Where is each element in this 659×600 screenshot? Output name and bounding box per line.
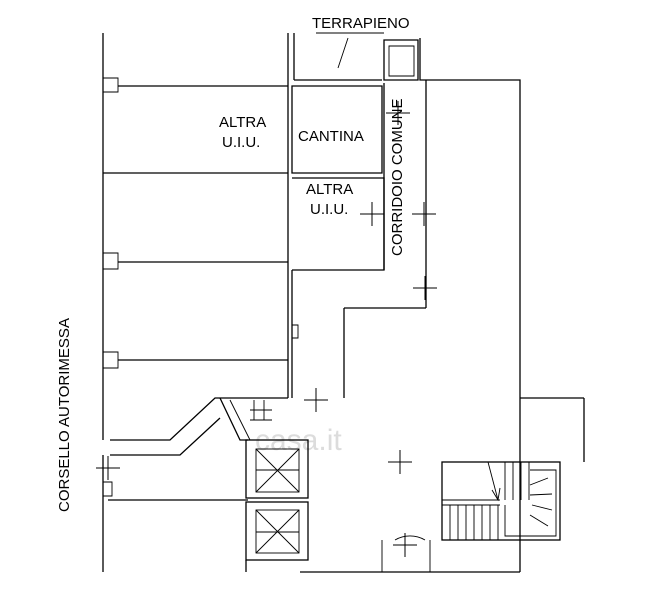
label-altra-uiu-2: ALTRA	[306, 181, 353, 198]
label-altra-uiu-2-sub: U.I.U.	[310, 201, 348, 218]
landing	[108, 397, 288, 501]
section-marks	[96, 101, 437, 557]
label-altra-uiu-1: ALTRA	[219, 114, 266, 131]
terrapieno-marker	[316, 32, 384, 69]
label-cantina: CANTINA	[298, 128, 364, 145]
garage-boxes	[103, 85, 288, 361]
label-terrapieno: TERRAPIENO	[312, 15, 410, 32]
bottom-door	[381, 535, 431, 572]
corsello-wall	[102, 33, 119, 572]
staircase	[441, 461, 561, 541]
label-corsello-autorimessa: CORSELLO AUTORIMESSA	[56, 318, 73, 512]
corridor	[343, 38, 521, 398]
label-corridoio-comune: CORRIDOIO COMUNE	[389, 99, 406, 257]
label-altra-uiu-1-sub: U.I.U.	[222, 134, 260, 151]
elevator-shafts	[245, 439, 309, 572]
outer-walls	[300, 397, 585, 573]
